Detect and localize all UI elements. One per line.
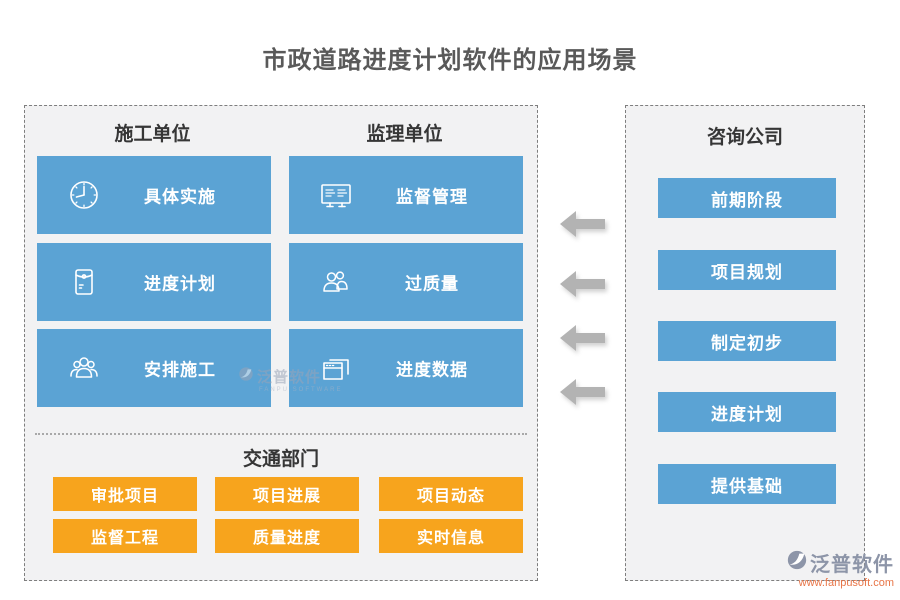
page-title: 市政道路进度计划软件的应用场景 (262, 47, 638, 74)
windows-icon (317, 349, 355, 387)
left-panel: 施工单位 监理单位 具体实施 (24, 105, 538, 581)
consulting-button-project-planning: 项目规划 (658, 250, 836, 290)
consulting-button-schedule-plan: 进度计划 (658, 392, 836, 432)
function-box-label: 进度计划 (144, 274, 216, 294)
function-box-label: 安排施工 (144, 360, 216, 380)
watermark: 泛普软件 FANPU SOFTWARE (238, 366, 348, 393)
users-icon (317, 263, 355, 301)
footer-logo: 泛普软件 www.fanpusoft.com (762, 548, 894, 589)
function-box-label: 监督管理 (396, 187, 468, 207)
traffic-button-quality-progress: 质量进度 (215, 519, 359, 553)
traffic-button-project-updates: 项目动态 (379, 477, 523, 511)
construction-unit-header: 施工单位 (114, 124, 191, 145)
function-box-arrange-construction: 安排施工 (37, 329, 271, 407)
left-arrow (560, 210, 605, 238)
left-arrow (560, 324, 605, 352)
supervision-unit-header: 监理单位 (366, 124, 443, 145)
satchel-icon (65, 263, 103, 301)
team-icon (65, 349, 103, 387)
consulting-button-draft-preliminary: 制定初步 (658, 321, 836, 361)
traffic-button-approve-project: 审批项目 (53, 477, 197, 511)
right-panel: 咨询公司 前期阶段 项目规划 制定初步 进度计划 提供基础 (625, 105, 865, 581)
left-arrow (560, 270, 605, 298)
traffic-button-realtime-info: 实时信息 (379, 519, 523, 553)
traffic-department-header: 交通部门 (242, 449, 319, 470)
watermark-subtext: FANPU SOFTWARE (259, 387, 343, 393)
fanpu-logo-icon (238, 366, 254, 387)
function-box-supervision-management: 监督管理 (289, 156, 523, 234)
footer-logo-url: www.fanpusoft.com (798, 577, 894, 589)
fanpu-logo-icon (786, 549, 808, 576)
function-box-label: 具体实施 (144, 187, 216, 207)
function-box-label: 进度数据 (396, 360, 468, 380)
watermark-brand: 泛普软件 (257, 369, 322, 386)
left-arrow (560, 378, 605, 406)
consulting-button-provide-basis: 提供基础 (658, 464, 836, 504)
function-box-quality-pass: 过质量 (289, 243, 523, 321)
consulting-company-header: 咨询公司 (706, 127, 783, 148)
function-box-label: 过质量 (405, 274, 459, 294)
footer-logo-brand: 泛普软件 (810, 554, 894, 576)
clock-icon (65, 176, 103, 214)
function-box-progress-data: 进度数据 (289, 329, 523, 407)
consulting-button-early-stage: 前期阶段 (658, 178, 836, 218)
section-divider (35, 433, 527, 435)
function-box-concrete-implementation: 具体实施 (37, 156, 271, 234)
traffic-button-supervise-works: 监督工程 (53, 519, 197, 553)
board-icon (317, 176, 355, 214)
traffic-button-project-progress: 项目进展 (215, 477, 359, 511)
function-box-schedule-plan: 进度计划 (37, 243, 271, 321)
